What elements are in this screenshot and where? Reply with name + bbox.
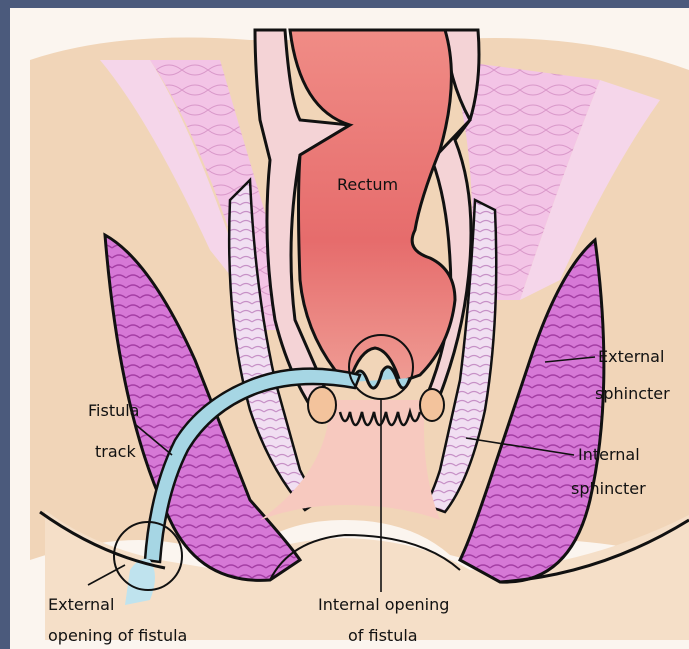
label-external-opening-line2: opening of fistula [48,626,187,645]
label-fistula-track-line2: track [95,442,136,461]
anal-cushion-left [308,387,336,423]
label-internal-sphincter-line1: Internal [578,445,640,464]
label-internal-opening-line1: Internal opening [318,595,449,614]
anal-cushion-right [420,389,444,421]
label-rectum: Rectum [337,175,398,194]
label-external-opening-line1: External [48,595,114,614]
label-internal-opening-line2: of fistula [348,626,418,645]
label-external-sphincter-line2: sphincter [595,384,670,403]
label-internal-sphincter-line2: sphincter [571,479,646,498]
label-fistula-track-line1: Fistula [88,401,139,420]
label-external-sphincter-line1: External [598,347,664,366]
